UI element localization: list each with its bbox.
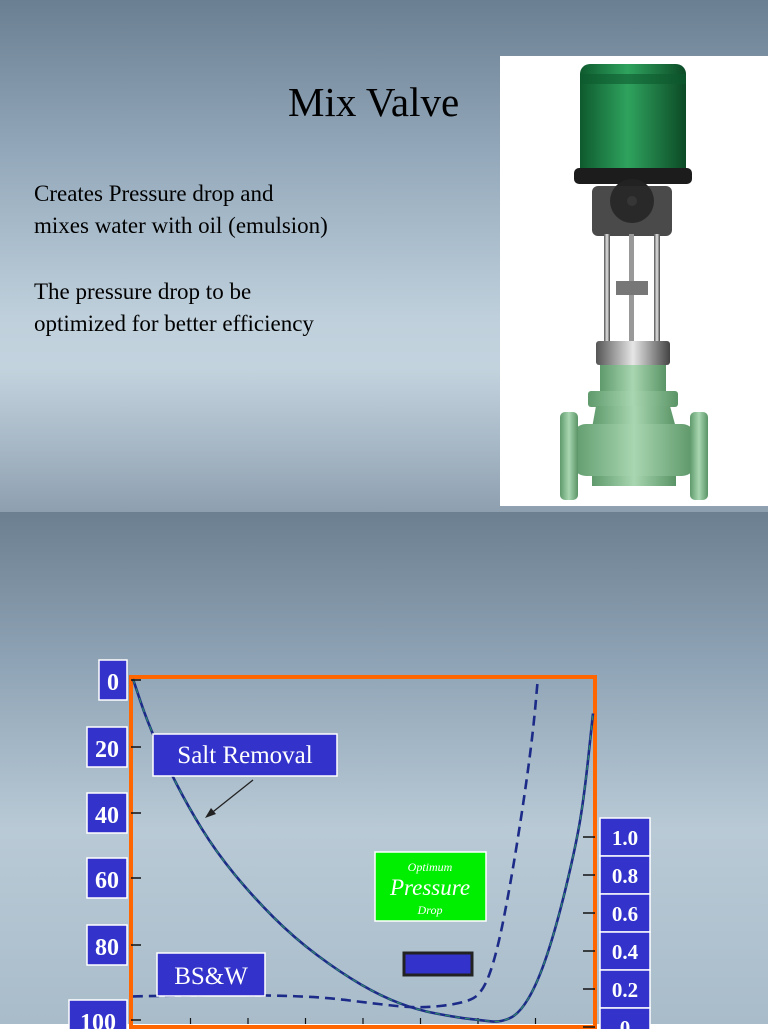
right-axis-tick-label: 0.4: [612, 940, 639, 964]
left-axis-tick-label: 0: [107, 670, 119, 696]
optimum-zone-marker: [402, 951, 474, 977]
optimum-line-1: Optimum: [408, 860, 453, 874]
bsw-curve: [132, 678, 540, 1009]
description-line: Creates Pressure drop and: [34, 181, 274, 206]
description-line: optimized for better efficiency: [34, 311, 314, 336]
yoke-pillar: [604, 234, 610, 344]
left-axis-tick-label: 20: [95, 737, 119, 763]
optimum-line-2: Pressure: [389, 875, 470, 900]
bsw-callout: BS&W: [156, 952, 266, 997]
callout-arrow: [208, 779, 254, 816]
left-axis-tick-label: 60: [95, 868, 119, 894]
salt-removal-label: Salt Removal: [177, 742, 312, 769]
right-axis-label-box: [599, 969, 651, 1009]
slide-mix-valve: Mix Valve Creates Pressure drop and mixe…: [0, 0, 768, 512]
optimum-pressure-drop-box: Optimum Pressure Drop: [374, 851, 487, 922]
valve-illustration: [560, 64, 708, 500]
bonnet: [600, 365, 666, 395]
flange-right: [690, 412, 708, 500]
left-axis: 0 20 40 60 80 100: [68, 659, 141, 1029]
left-axis-label-box: [86, 857, 128, 899]
left-axis-label-box: [86, 792, 128, 834]
description-paragraph-1: Creates Pressure drop and mixes water wi…: [34, 178, 328, 242]
bonnet-ring: [596, 341, 670, 365]
optimum-line-3: Drop: [417, 903, 443, 917]
right-axis-tick-label: 0.2: [612, 978, 638, 1002]
left-axis-label-box: [86, 726, 128, 768]
right-axis-tick-label: 0.8: [612, 864, 638, 888]
right-axis-label-box: [599, 893, 651, 933]
left-axis-label-box: [98, 659, 128, 701]
plot-frame: [129, 675, 597, 1029]
actuator-housing: [580, 64, 686, 178]
left-axis-tick-label: 40: [95, 803, 119, 829]
right-axis-label-box: [599, 855, 651, 895]
left-axis-tick-label: 100: [80, 1010, 116, 1029]
yoke-pillar: [654, 234, 660, 344]
pressure-drop-chart: 0 20 40 60 80 100 1.0 0.8 0.6 0.4 0.2 0 Salt Remov…: [68, 659, 651, 1029]
actuator-base: [574, 168, 692, 184]
flange-left: [560, 412, 578, 500]
right-axis-tick-label: 0: [620, 1016, 631, 1029]
description-line: mixes water with oil (emulsion): [34, 213, 328, 238]
right-axis-tick-label: 1.0: [612, 826, 638, 850]
control-valve-image: [500, 56, 768, 506]
right-axis-tick-label: 0.6: [612, 902, 638, 926]
salt-removal-curve-overlay: [132, 678, 594, 1023]
right-axis: 1.0 0.8 0.6 0.4 0.2 0: [583, 817, 651, 1029]
slide-pressure-chart: 0 20 40 60 80 100 1.0 0.8 0.6 0.4 0.2 0 Salt Remov…: [0, 512, 768, 1029]
bsw-label: BS&W: [174, 963, 248, 990]
right-axis-label-box: [599, 931, 651, 971]
left-axis-label-box: [68, 999, 128, 1029]
right-axis-label-box: [599, 1007, 651, 1029]
salt-removal-callout: Salt Removal: [152, 733, 338, 818]
description-paragraph-2: The pressure drop to be optimized for be…: [34, 276, 314, 340]
left-axis-label-box: [86, 924, 128, 966]
description-line: The pressure drop to be: [34, 279, 252, 304]
left-axis-tick-label: 80: [95, 935, 119, 961]
slide-title: Mix Valve: [288, 79, 460, 125]
